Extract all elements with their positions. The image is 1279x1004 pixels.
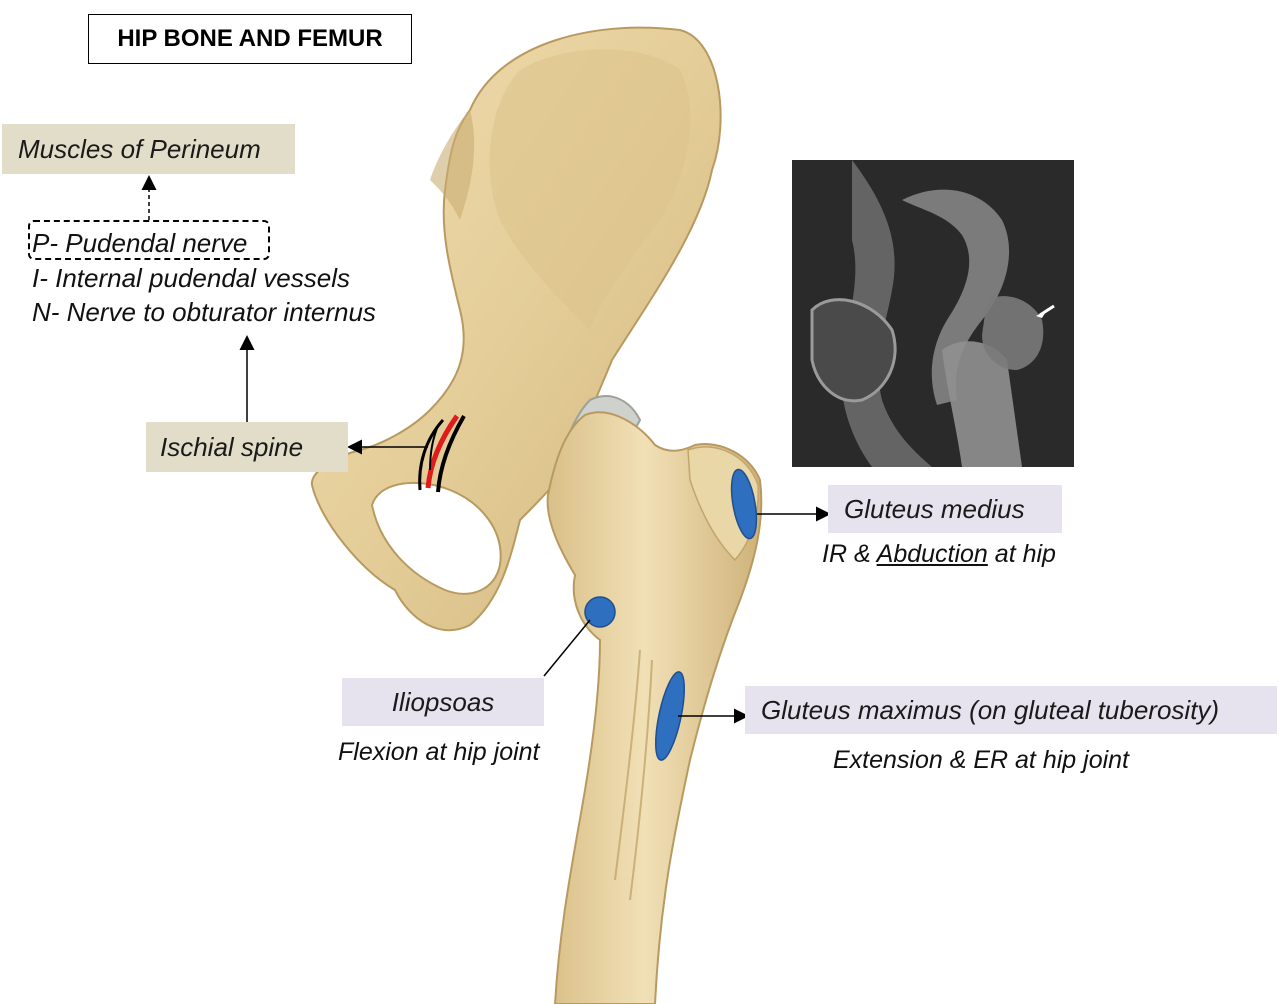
gluteus-medius-action-underlined: Abduction: [877, 540, 988, 568]
xray-image: [792, 160, 1074, 467]
iliopsoas-action: Flexion at hip joint: [338, 738, 540, 767]
gluteus-medius-label: Gluteus medius: [828, 485, 1062, 533]
ischial-spine-label: Ischial spine: [146, 422, 348, 472]
iliopsoas-attachment: [585, 597, 615, 627]
page-title: HIP BONE AND FEMUR: [88, 14, 412, 64]
gluteus-medius-action: IR & Abduction at hip: [822, 540, 1056, 569]
mnemonic-n: N- Nerve to obturator internus: [32, 295, 376, 329]
mnemonic-i: I- Internal pudendal vessels: [32, 261, 350, 295]
mnemonic-p: P- Pudendal nerve: [32, 226, 247, 260]
gluteus-medius-action-prefix: IR &: [822, 540, 877, 568]
gluteus-maximus-label: Gluteus maximus (on gluteal tuberosity): [745, 686, 1277, 734]
iliopsoas-label: Iliopsoas: [342, 678, 544, 726]
leader-iliopsoas: [544, 620, 590, 676]
perineum-label: Muscles of Perineum: [2, 124, 295, 174]
gluteus-medius-action-suffix: at hip: [988, 540, 1056, 568]
gluteus-maximus-action: Extension & ER at hip joint: [833, 746, 1129, 775]
